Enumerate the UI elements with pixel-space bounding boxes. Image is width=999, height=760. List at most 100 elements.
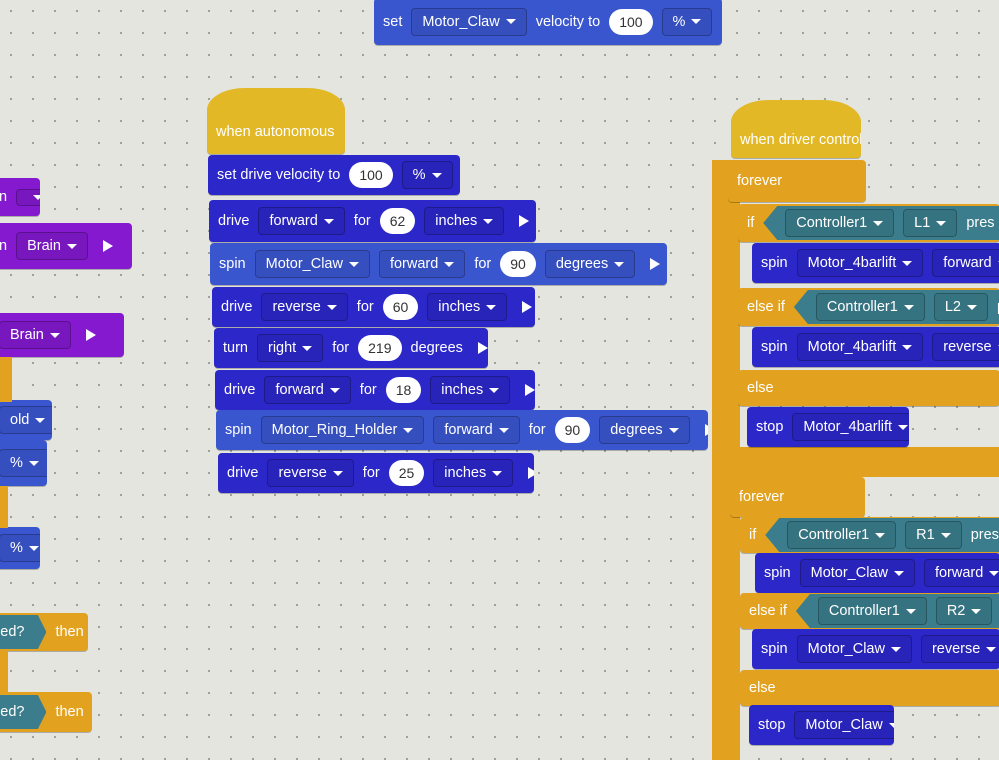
dropdown[interactable]: R2 xyxy=(935,597,993,625)
dropdown[interactable]: right xyxy=(257,334,324,362)
dropdown[interactable]: degrees xyxy=(544,250,636,278)
number-input[interactable]: 62 xyxy=(379,208,416,234)
dropdown[interactable]: % xyxy=(0,534,40,562)
pressed-condition[interactable]: sed? xyxy=(0,615,47,649)
dropdown[interactable]: degrees xyxy=(599,416,690,444)
dropdown[interactable]: forward xyxy=(923,559,999,587)
controller-pressed-condition[interactable]: Controller1L2press xyxy=(793,290,999,324)
number-input[interactable]: 219 xyxy=(358,335,402,361)
when-autonomous-hat[interactable]: when autonomous xyxy=(207,88,345,154)
dropdown[interactable]: % xyxy=(661,7,713,36)
dropdown[interactable]: forward xyxy=(433,416,520,444)
dropdown[interactable]: inches xyxy=(430,376,511,404)
when-driver-control-hat[interactable]: when driver control xyxy=(731,100,861,158)
dropdown[interactable]: Controller1 xyxy=(815,293,925,321)
dropdown[interactable]: Motor_Claw xyxy=(794,711,894,739)
run-icon[interactable] xyxy=(102,240,113,252)
run-icon[interactable] xyxy=(519,215,530,227)
partial-block[interactable]: old xyxy=(0,400,52,440)
partial-block[interactable]: % xyxy=(0,527,40,569)
dropdown[interactable]: Motor_Claw xyxy=(796,635,912,663)
number-input[interactable]: 25 xyxy=(388,460,425,486)
dropdown[interactable]: reverse xyxy=(267,459,354,487)
else-if-block[interactable]: else ifController1R2presse xyxy=(740,593,999,629)
dropdown[interactable]: reverse xyxy=(261,293,348,321)
else-label[interactable]: else xyxy=(740,670,999,706)
run-icon[interactable] xyxy=(528,467,534,479)
dropdown[interactable]: reverse xyxy=(932,333,999,361)
dropdown[interactable]: L1 xyxy=(903,209,958,237)
forever-block[interactable]: forever xyxy=(730,477,865,517)
dropdown[interactable]: Brain xyxy=(0,321,71,349)
dropdown[interactable]: forward xyxy=(932,249,999,277)
dropdown[interactable]: Motor_4barlift xyxy=(796,249,924,277)
dropdown[interactable]: forward xyxy=(264,376,351,404)
dropdown[interactable]: inches xyxy=(427,293,508,321)
partial-block[interactable]: % xyxy=(0,440,47,486)
else-if-block[interactable]: else ifController1L2press xyxy=(738,288,999,326)
run-icon[interactable] xyxy=(650,258,661,270)
run-icon[interactable] xyxy=(85,329,96,341)
dropdown[interactable]: Motor_Claw xyxy=(254,250,370,278)
dropdown-value: Brain xyxy=(10,327,44,343)
else-label[interactable]: else xyxy=(738,370,999,406)
run-icon[interactable] xyxy=(477,342,488,354)
dropdown[interactable]: inches xyxy=(424,207,505,235)
number-input[interactable]: 18 xyxy=(385,377,422,403)
dropdown[interactable]: forward xyxy=(378,250,466,278)
dropdown[interactable]: R1 xyxy=(905,521,962,549)
dropdown[interactable]: Controller1 xyxy=(787,521,897,549)
partial-block[interactable]: sed?then xyxy=(0,692,92,732)
number-input[interactable]: 100 xyxy=(349,162,393,188)
run-icon[interactable] xyxy=(522,301,533,313)
dropdown[interactable]: L2 xyxy=(933,293,988,321)
partial-block[interactable]: n xyxy=(0,178,40,216)
pressed-condition[interactable]: sed? xyxy=(0,695,47,729)
dropdown[interactable] xyxy=(16,188,40,206)
dropdown[interactable]: old xyxy=(0,406,52,434)
dropdown[interactable]: % xyxy=(401,161,453,189)
controller-pressed-condition[interactable]: Controller1R2presse xyxy=(795,594,999,628)
dropdown[interactable]: forward xyxy=(258,207,345,235)
dropdown[interactable]: Motor_Ring_Holder xyxy=(260,416,425,444)
number-input[interactable]: 90 xyxy=(500,251,536,277)
forever-block[interactable]: forever xyxy=(728,160,866,202)
dropdown[interactable]: % xyxy=(0,449,47,477)
dropdown[interactable]: Controller1 xyxy=(817,597,927,625)
dropdown[interactable]: Motor_Claw xyxy=(799,559,915,587)
partial-block[interactable]: Brain xyxy=(0,313,124,357)
dropdown[interactable]: Brain xyxy=(16,232,88,260)
dropdown[interactable]: Controller1 xyxy=(785,209,895,237)
dropdown[interactable]: Motor_Claw xyxy=(411,7,527,36)
run-icon[interactable] xyxy=(525,384,535,396)
run-icon[interactable] xyxy=(704,424,708,436)
number-input[interactable]: 100 xyxy=(609,8,653,35)
number-input[interactable]: 90 xyxy=(554,417,591,443)
dropdown[interactable]: Motor_4barlift xyxy=(796,333,924,361)
number-input[interactable]: 60 xyxy=(382,294,419,320)
dropdown[interactable]: Motor_4barlift xyxy=(792,413,909,441)
partial-block[interactable]: sed?then xyxy=(0,613,88,651)
dropdown[interactable]: reverse xyxy=(920,635,999,663)
dropdown[interactable]: inches xyxy=(433,459,514,487)
